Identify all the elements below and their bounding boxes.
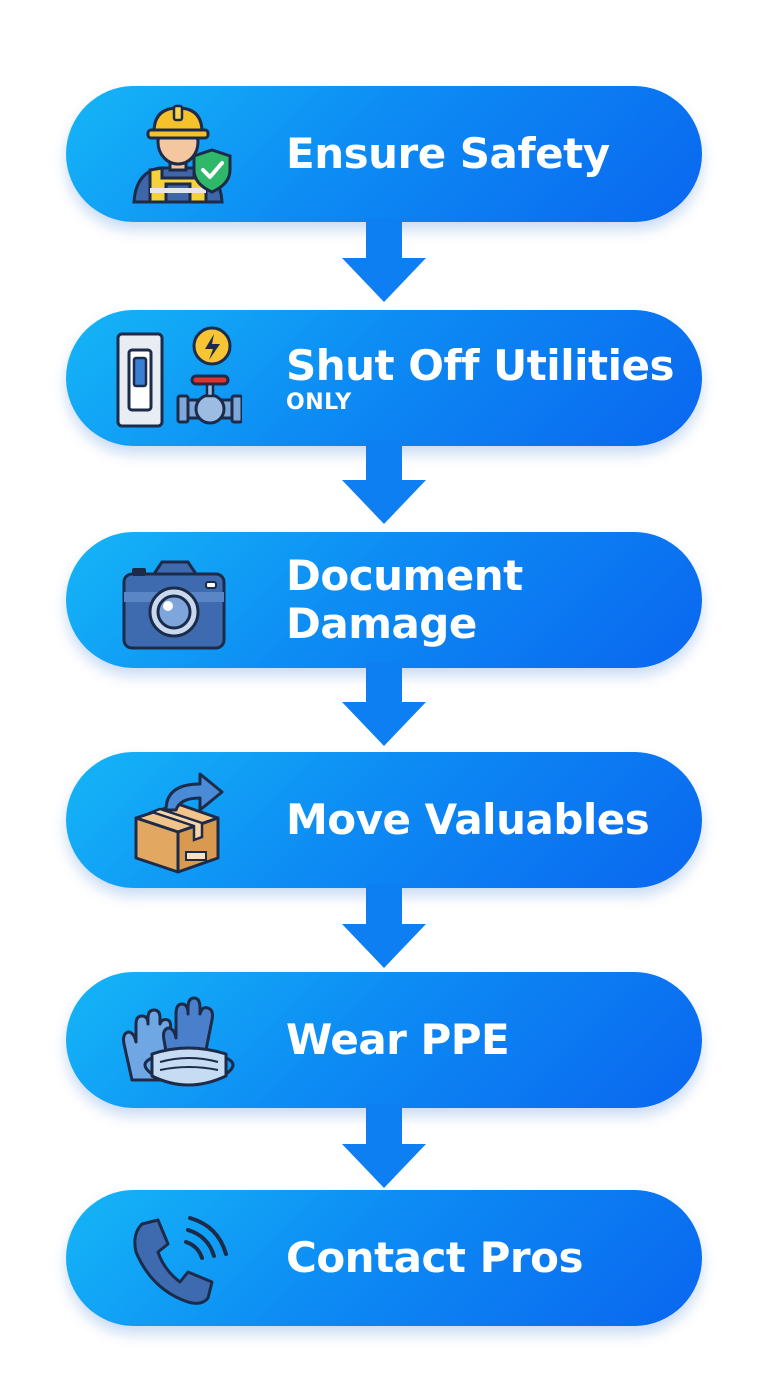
arrow-down-icon — [342, 218, 426, 304]
step-label: Shut Off Utilities ONLY — [286, 310, 682, 446]
step-contact-pros: Contact Pros — [66, 1190, 702, 1326]
step-label: Move Valuables — [286, 752, 682, 888]
gloves-mask-icon — [114, 984, 242, 1096]
worker-shield-icon — [114, 98, 242, 210]
step-document-damage: Document Damage — [66, 532, 702, 668]
step-ensure-safety: Ensure Safety — [66, 86, 702, 222]
phone-icon — [114, 1202, 242, 1314]
step-label: Document Damage — [286, 532, 682, 668]
arrow-down-icon — [342, 440, 426, 526]
step-title: Document Damage — [286, 551, 523, 648]
step-title: Move Valuables — [286, 795, 650, 844]
arrow-down-icon — [342, 662, 426, 748]
step-title: Ensure Safety — [286, 129, 610, 178]
box-arrow-icon — [114, 764, 242, 876]
arrow-down-icon — [342, 884, 426, 970]
step-label: Ensure Safety — [286, 86, 682, 222]
step-title: Shut Off Utilities — [286, 341, 674, 390]
step-label: Wear PPE — [286, 972, 682, 1108]
step-shut-off-utilities: Shut Off Utilities ONLY — [66, 310, 702, 446]
switch-valve-icon — [114, 322, 242, 434]
step-move-valuables: Move Valuables — [66, 752, 702, 888]
step-wear-ppe: Wear PPE — [66, 972, 702, 1108]
step-title: Wear PPE — [286, 1015, 510, 1064]
step-sublabel: ONLY — [286, 390, 352, 415]
step-label: Contact Pros — [286, 1190, 682, 1326]
arrow-down-icon — [342, 1104, 426, 1190]
step-title: Contact Pros — [286, 1233, 583, 1282]
camera-icon — [114, 544, 242, 656]
